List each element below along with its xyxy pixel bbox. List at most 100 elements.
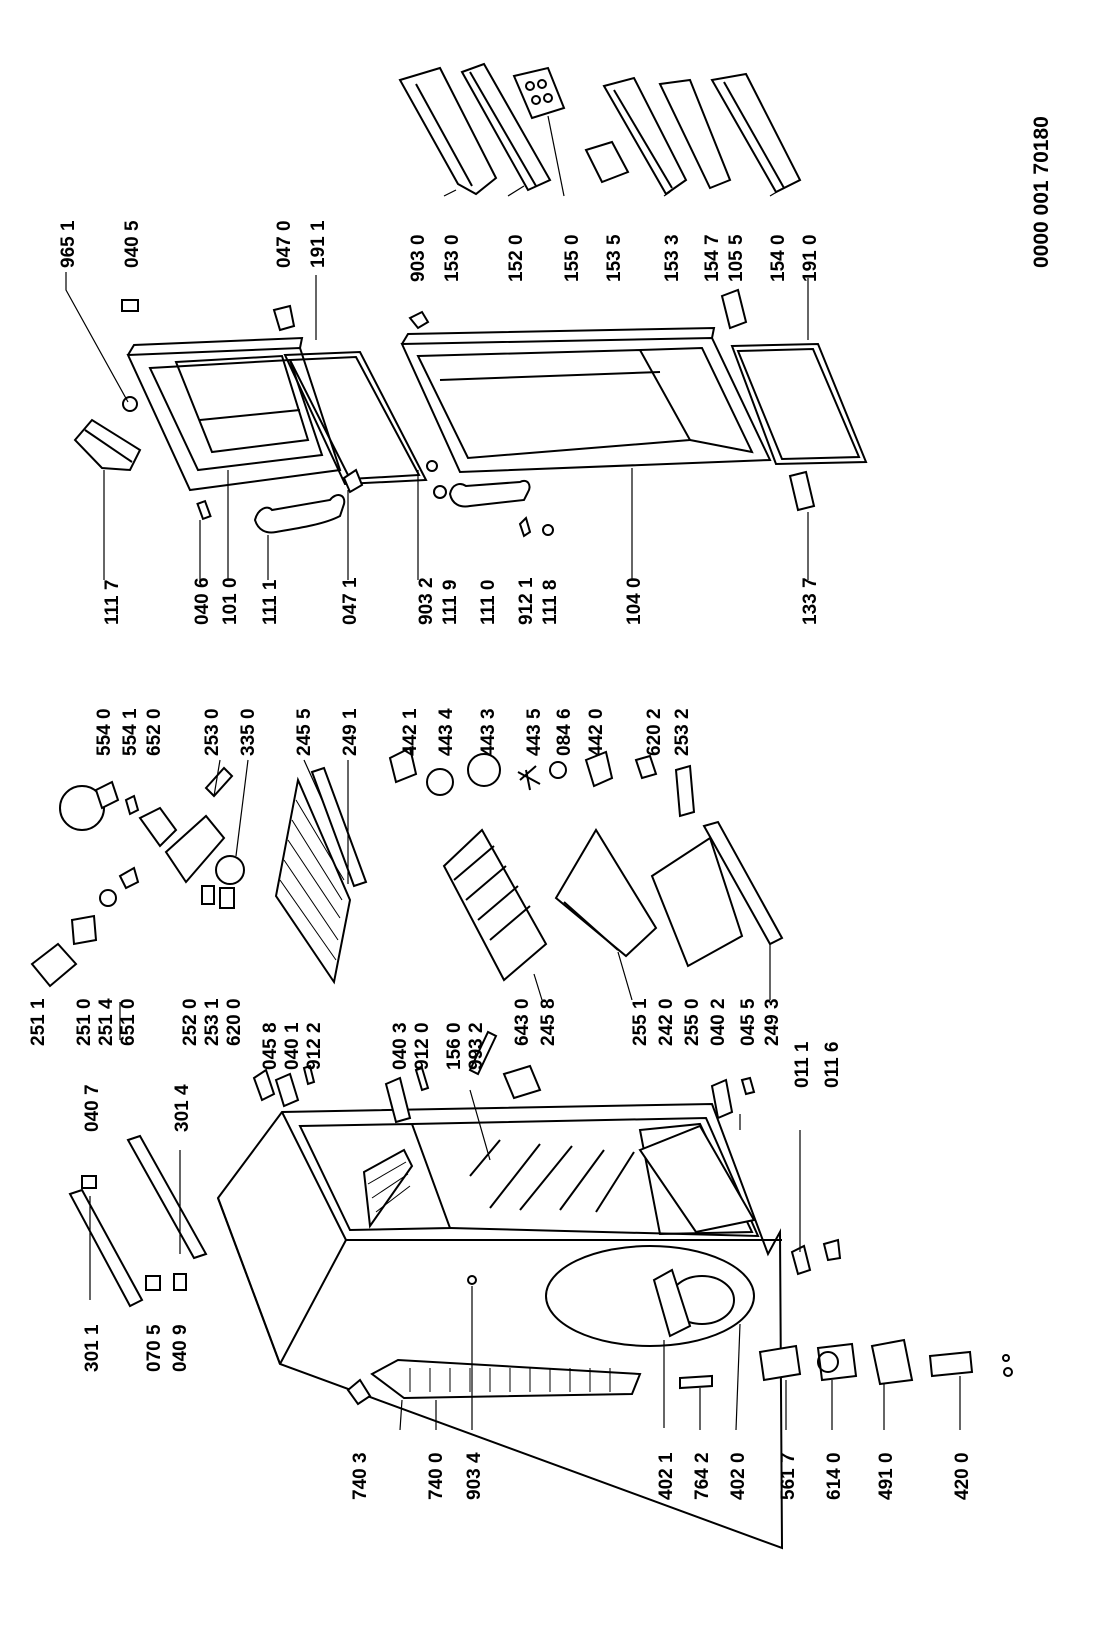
- label-2510: 251 0: [74, 998, 95, 1046]
- label-5617: 561 7: [778, 1452, 799, 1500]
- label-7642: 764 2: [692, 1452, 713, 1500]
- clip-0409: [173, 1273, 187, 1291]
- label-4021: 402 1: [656, 1452, 677, 1500]
- label-1110: 111 0: [478, 580, 499, 625]
- lamp-6200: [219, 887, 235, 909]
- label-1533: 153 3: [662, 234, 683, 282]
- label-2514: 251 4: [96, 998, 117, 1046]
- trim-3014: [126, 1134, 208, 1260]
- foot-0116: [822, 1238, 842, 1262]
- part-9932: [468, 1030, 498, 1076]
- label-1550: 155 0: [562, 234, 583, 282]
- hinge-cap-9030: [408, 310, 430, 330]
- fan-blade-4435: [517, 765, 541, 791]
- label-0455: 045 5: [738, 998, 759, 1046]
- label-0402: 040 2: [708, 998, 729, 1046]
- fridge-door: [400, 326, 772, 474]
- door-shelf-1547: [658, 78, 732, 190]
- label-4435: 443 5: [524, 708, 545, 756]
- label-4433: 443 3: [478, 708, 499, 756]
- drawer-2420: [638, 1124, 756, 1234]
- washer-0846: [549, 761, 567, 779]
- fan-part-4433: [467, 753, 501, 787]
- label-2531: 253 1: [202, 998, 223, 1046]
- label-0470: 047 0: [274, 220, 295, 268]
- label-2532: 253 2: [672, 708, 693, 756]
- hinge-0458: [252, 1068, 276, 1102]
- fridge-door-group: [400, 288, 868, 538]
- screw-9122: [302, 1064, 316, 1086]
- cabinet-small-parts: [252, 1030, 842, 1276]
- compressor-group: [346, 1268, 1013, 1406]
- label-2511: 251 1: [28, 998, 49, 1046]
- top-trims: [68, 1134, 208, 1308]
- label-0407: 040 7: [82, 1084, 103, 1132]
- freezer-grille-2455: [274, 776, 352, 985]
- label-0409: 040 9: [170, 1324, 191, 1372]
- label-1910: 191 0: [800, 234, 821, 282]
- label-1911: 191 1: [308, 220, 329, 268]
- bottle-rack-1535: [584, 140, 630, 184]
- screw-9120: [414, 1066, 430, 1092]
- label-4200: 420 0: [952, 1452, 973, 1500]
- label-7400: 740 0: [426, 1452, 447, 1500]
- label-2551: 255 1: [630, 998, 651, 1046]
- hinge-0111: [790, 1244, 812, 1276]
- leader-lines: [65, 115, 961, 1431]
- clip-0407: [81, 1175, 97, 1189]
- label-1111: 111 1: [260, 579, 281, 625]
- knob-3350: [215, 855, 245, 885]
- label-1530: 153 0: [442, 234, 463, 282]
- label-1520: 152 0: [506, 234, 527, 282]
- freezer-door: [126, 336, 342, 492]
- label-1560: 156 0: [444, 1022, 465, 1070]
- hinge-0471: [342, 468, 364, 494]
- hinge-0403: [384, 1076, 412, 1124]
- plug-0405: [121, 299, 139, 312]
- label-2493: 249 3: [762, 998, 783, 1046]
- label-0705: 070 5: [144, 1324, 165, 1372]
- label-1118: 111 8: [540, 580, 561, 625]
- pin-0455: [740, 1076, 756, 1096]
- clip-0406: [196, 499, 212, 521]
- grid-1560: [362, 1148, 414, 1229]
- label-1547: 154 7: [702, 234, 723, 282]
- label-3011: 301 1: [82, 1324, 103, 1372]
- label-9032: 903 2: [416, 577, 437, 625]
- label-1040: 104 0: [624, 577, 645, 625]
- label-2510: [70, 914, 98, 946]
- label-0403: 040 3: [390, 1022, 411, 1070]
- freezer-door-handle: [253, 494, 346, 534]
- door-shelves-group: [398, 62, 802, 196]
- label-1119: 111 9: [440, 580, 461, 625]
- label-0406: 040 6: [192, 577, 213, 625]
- freezer-door-gasket: [283, 350, 428, 486]
- fridge-door-gasket: [730, 342, 868, 466]
- interior-parts: [274, 766, 784, 985]
- label-2491: 249 1: [340, 708, 361, 756]
- label-6510: 651 0: [118, 998, 139, 1046]
- trim-3011: [68, 1188, 144, 1308]
- label-6430: 643 0: [512, 998, 533, 1046]
- shelf-trim-2493: [702, 820, 784, 946]
- label-2530: 253 0: [202, 708, 223, 756]
- glass-shelf-2551: [554, 828, 658, 958]
- label-3014: 301 4: [172, 1084, 193, 1132]
- condenser-7400: [370, 1358, 642, 1400]
- egg-tray-1550: [512, 66, 566, 120]
- hinge-1337: [788, 470, 816, 512]
- label-6202: 620 2: [644, 708, 665, 756]
- label-9034: 903 4: [464, 1452, 485, 1500]
- clip-7403: [346, 1378, 372, 1406]
- label-0111: 011 1: [792, 1041, 813, 1088]
- label-9030: 903 0: [408, 234, 429, 282]
- hinge-0402: [710, 1078, 734, 1120]
- compressor-4020: [652, 1268, 735, 1338]
- cover-4910: [870, 1338, 914, 1386]
- label-0458: 045 8: [260, 1022, 281, 1070]
- rod-2530: [204, 766, 234, 798]
- label-2455: 245 5: [294, 708, 315, 756]
- thermostat-6520: [138, 806, 178, 848]
- evaporator-2458: [442, 828, 548, 982]
- label-1055: 105 5: [726, 234, 747, 282]
